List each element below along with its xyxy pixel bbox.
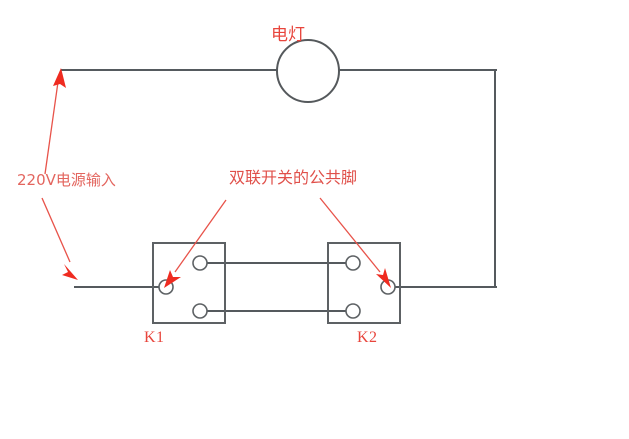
common-arrow-k1-shaft [174, 199, 227, 273]
common-terminal-label: 双联开关的公共脚 [229, 168, 358, 187]
common-arrow-k1-head [164, 270, 181, 288]
switch-k1-terminal-traveler-top [192, 255, 208, 271]
wire-group [61, 69, 497, 312]
power-input-arrow-bottom-shaft [41, 197, 71, 263]
switch-k2 [327, 242, 401, 324]
power-input-arrow-top-shaft [44, 81, 59, 175]
common-arrow-k2-shaft [319, 197, 381, 273]
lamp-label: 电灯 [271, 25, 305, 45]
power-input-label: 220V电源输入 [17, 171, 116, 189]
switch-k2-terminal-traveler-top [345, 255, 361, 271]
annotation-arrows [41, 68, 391, 288]
common-arrow-k2-head [376, 268, 391, 288]
power-input-arrow-top-head [53, 68, 66, 88]
power-input-arrow-bottom-head [62, 264, 78, 280]
switch-k2-terminal-traveler-bottom [345, 303, 361, 319]
switch-k1-terminal-traveler-bottom [192, 303, 208, 319]
switch-k1-body [152, 242, 226, 324]
lamp-symbol [276, 39, 340, 103]
switch-k1 [152, 242, 226, 324]
switch-k1-label: K1 [144, 329, 165, 346]
switch-k2-label: K2 [357, 329, 378, 346]
switch-k2-body [327, 242, 401, 324]
